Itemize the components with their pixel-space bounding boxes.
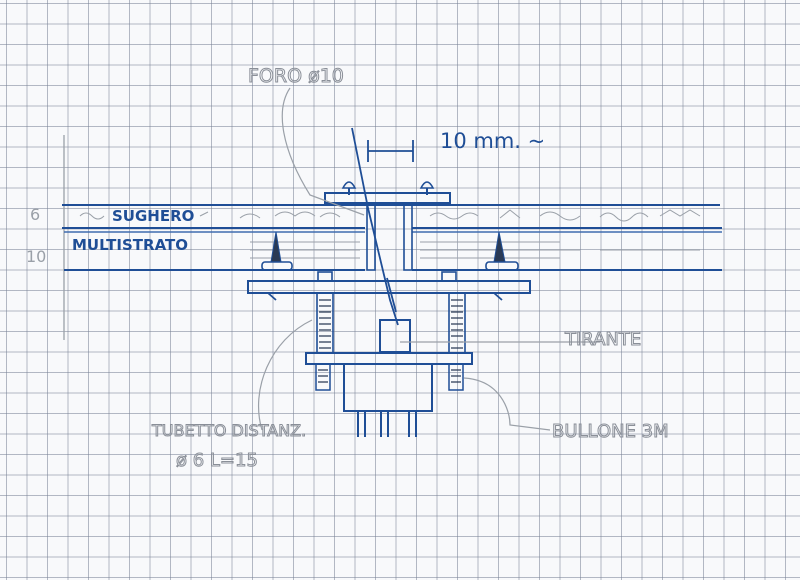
nail-icon [485, 231, 519, 271]
servo-mount-plate [305, 352, 473, 365]
rod-connector [379, 319, 411, 353]
cork-thickness-label: 6 [30, 205, 40, 224]
bolt-leader-line [463, 377, 551, 431]
spacer-tube-right [448, 292, 466, 354]
nail-icon [261, 231, 293, 271]
spacer-tube-left [316, 292, 334, 354]
hole-label: FORO ø10 [248, 65, 344, 87]
screw-head-icon [341, 181, 357, 195]
servo-body [343, 363, 433, 437]
plywood-thickness-label: 10 [26, 247, 46, 266]
bolt-label: BULLONE 3M [552, 421, 669, 442]
screw-head-icon [419, 181, 435, 195]
spacer-label-line1: TUBETTO DISTANZ. [151, 421, 306, 440]
rod-label: TIRANTE [564, 329, 641, 350]
hole-leader-line [281, 87, 365, 216]
dimension-marker [367, 140, 414, 162]
lower-plate [247, 271, 531, 301]
tie-rod-line [351, 127, 399, 326]
bolt-icon [315, 363, 331, 391]
spacer-label-line2: ø 6 L=15 [176, 450, 258, 471]
dimension-label: 10 mm. ~ [440, 129, 545, 153]
bolt-icon [448, 363, 464, 391]
plywood-layer [64, 231, 722, 271]
plywood-label: MULTISTRATO [72, 236, 188, 254]
cork-label: SUGHERO [112, 207, 194, 225]
cork-layer [62, 204, 722, 229]
spacer-leader-line [258, 319, 313, 431]
